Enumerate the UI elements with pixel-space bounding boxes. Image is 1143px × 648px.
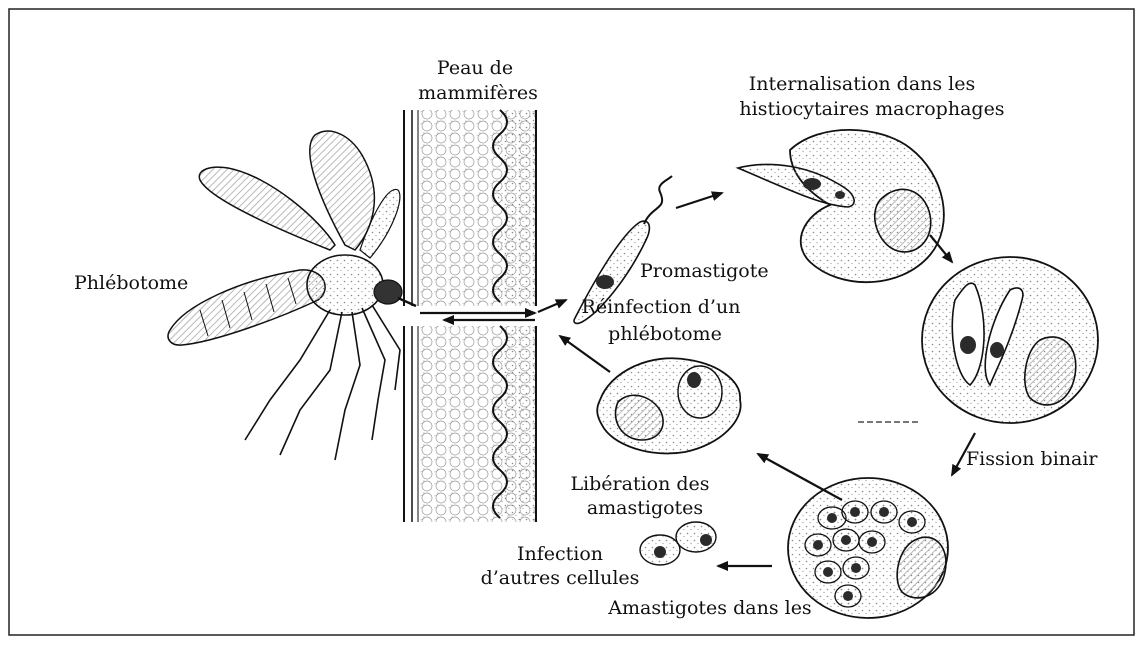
sandfly-illustration <box>168 131 416 460</box>
amastigotes-macrophage-cell <box>788 478 948 618</box>
label-liberation-line1: Libération des <box>570 473 709 495</box>
label-internalisation-line2: histiocytaires macrophages <box>739 98 1004 120</box>
binary-fission-cell <box>922 257 1098 423</box>
label-reinfection-line1: Réinfection d’un <box>582 296 741 318</box>
mammal-skin-layer <box>404 110 536 522</box>
released-amastigotes <box>640 522 716 565</box>
sandfly-head <box>374 280 402 304</box>
sandfly-thorax <box>307 255 383 315</box>
sandfly-abdomen <box>168 270 325 345</box>
label-skin-line2: mammifères <box>418 82 538 104</box>
sandfly-proboscis <box>398 298 416 306</box>
label-reinfection-line2: phlébotome <box>608 323 722 345</box>
label-infection-line2: d’autres cellules <box>481 567 640 589</box>
label-sandfly: Phlébotome <box>74 272 188 294</box>
label-liberation-line2: amastigotes <box>587 497 703 519</box>
label-fission: Fission binair <box>966 448 1098 470</box>
label-promastigote: Promastigote <box>640 260 769 282</box>
skin-upper-section <box>404 110 536 306</box>
liberation-macrophage-cell <box>597 358 740 453</box>
arrow-to-macrophage <box>676 193 722 208</box>
skin-lower-section <box>404 326 536 522</box>
label-skin-line1: Peau de <box>437 57 513 79</box>
label-infection-line1: Infection <box>517 543 603 565</box>
label-amastigotes-in: Amastigotes dans les <box>607 597 811 619</box>
macrophage-internalisation-cell <box>738 130 944 282</box>
arrow-to-liberation <box>758 454 842 500</box>
arrow-to-reinfection <box>560 336 610 372</box>
arrow-to-promastigote <box>538 300 566 312</box>
label-internalisation-line1: Internalisation dans les <box>749 73 976 95</box>
sandfly-legs <box>245 305 400 460</box>
